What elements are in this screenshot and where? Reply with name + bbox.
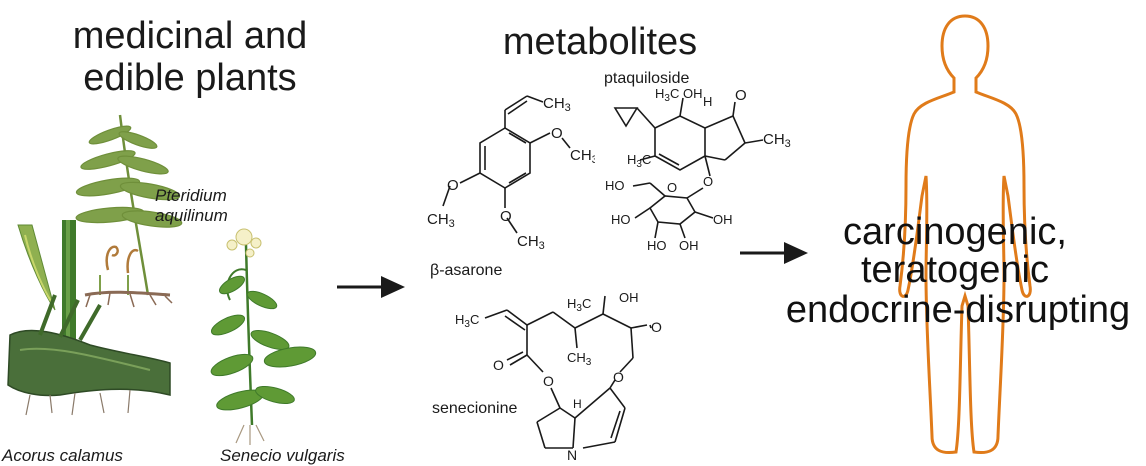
species-label-acorus: Acorus calamus <box>2 446 123 465</box>
svg-text:H3C: H3C <box>567 296 591 314</box>
svg-text:HO: HO <box>611 212 631 227</box>
svg-text:H: H <box>703 94 712 109</box>
effect-line-endocrine-disrupting: endocrine-disrupting <box>785 289 1131 331</box>
svg-text:H3C: H3C <box>627 152 651 170</box>
svg-text:H3C: H3C <box>455 312 479 330</box>
svg-text:OH: OH <box>619 290 639 305</box>
species-label-senecio: Senecio vulgaris <box>220 446 345 465</box>
plants-title-line1: medicinal and <box>72 15 308 57</box>
ptaquiloside-structure: O CH3 H3C OH H H3C O HO HO HO OH OH O <box>605 88 791 253</box>
svg-text:H3C: H3C <box>655 88 679 104</box>
species-label-pteridium-line1: Pteridium <box>155 186 227 205</box>
senecio-illustration <box>210 228 317 445</box>
svg-text:O: O <box>651 319 662 335</box>
compound-label-ptaquiloside: ptaquiloside <box>604 70 690 87</box>
svg-text:CH3: CH3 <box>543 95 571 114</box>
svg-text:O: O <box>500 208 512 225</box>
svg-text:O: O <box>667 180 677 195</box>
effect-line-teratogenic: teratogenic <box>860 249 1049 291</box>
compound-label-beta-asarone: β-asarone <box>430 262 503 279</box>
right-arrow-icon <box>740 242 808 264</box>
acorus-illustration <box>7 220 171 416</box>
metabolites-title: metabolites <box>502 21 698 63</box>
svg-text:OH: OH <box>713 212 733 227</box>
svg-text:O: O <box>735 88 747 104</box>
human-silhouette-icon <box>898 14 1032 455</box>
svg-text:CH3: CH3 <box>763 131 791 150</box>
fern-illustration <box>75 114 183 296</box>
svg-text:N: N <box>567 447 577 463</box>
fern-rhizome <box>84 290 173 308</box>
svg-text:O: O <box>613 369 624 385</box>
svg-text:HO: HO <box>647 238 667 253</box>
svg-text:O: O <box>447 177 459 194</box>
svg-text:HO: HO <box>605 178 625 193</box>
senecionine-structure: H3C H3C OH O CH3 O O O H N <box>455 290 662 463</box>
svg-text:OH: OH <box>679 238 699 253</box>
right-arrow-icon <box>337 276 405 298</box>
svg-text:O: O <box>543 373 554 389</box>
plants-title-line2: edible plants <box>83 57 297 99</box>
svg-text:O: O <box>703 174 713 189</box>
svg-text:CH3: CH3 <box>570 147 595 166</box>
effect-line-carcinogenic: carcinogenic, <box>843 211 1067 253</box>
species-label-pteridium-line2: aquilinum <box>155 206 228 225</box>
svg-text:H: H <box>573 397 582 411</box>
beta-asarone-structure: CH3 O CH3 O CH3 O CH3 <box>427 95 595 252</box>
svg-text:O: O <box>493 357 504 373</box>
svg-text:CH3: CH3 <box>427 211 455 230</box>
svg-text:OH: OH <box>683 88 703 101</box>
svg-text:CH3: CH3 <box>517 233 545 252</box>
svg-text:CH3: CH3 <box>567 350 592 368</box>
compound-label-senecionine: senecionine <box>432 400 518 417</box>
svg-text:O: O <box>551 125 563 142</box>
plant-illustrations <box>7 114 317 445</box>
